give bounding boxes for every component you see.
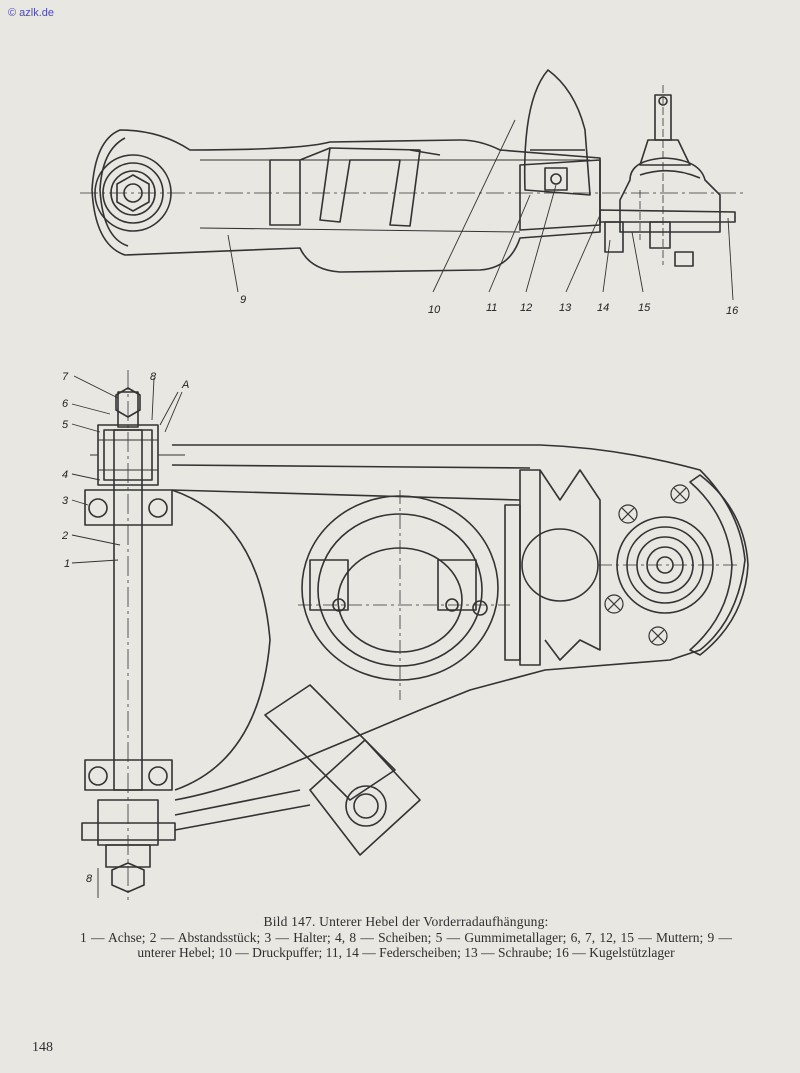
caption-title: Bild 147. Unterer Hebel der Vorderradauf… [263,914,549,929]
label-9: 9 [240,294,246,306]
figure-caption: Bild 147. Unterer Hebel der Vorderradauf… [80,914,732,960]
watermark: © azlk.de [8,7,55,19]
label-16: 16 [726,305,739,317]
label-2: 2 [61,530,68,542]
label-15: 15 [638,302,651,314]
label-13: 13 [559,302,572,314]
label-A: A [181,379,189,391]
label-7: 7 [62,371,69,383]
page-number: 148 [32,1040,53,1055]
label-5: 5 [62,419,69,431]
top-view-lever [80,69,745,273]
top-view-leaders [227,119,734,301]
dimension-label: 8 [86,873,93,885]
label-6: 6 [62,398,69,410]
caption-legend: 1 — Achse; 2 — Abstandsstück; 3 — Halter… [80,930,732,960]
label-4: 4 [62,469,68,481]
label-14: 14 [597,302,609,314]
label-3: 3 [62,495,69,507]
side-view-leaders [71,375,183,898]
label-11: 11 [486,302,497,314]
label-10: 10 [428,304,441,316]
label-12: 12 [520,302,532,314]
side-view-lever [81,370,749,900]
label-8: 8 [150,371,157,383]
label-1: 1 [64,558,70,570]
